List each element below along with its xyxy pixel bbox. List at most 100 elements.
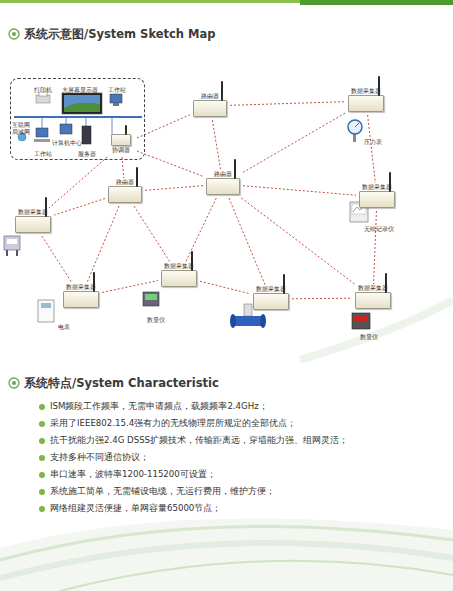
server-icon <box>82 118 91 144</box>
antenna <box>389 172 391 192</box>
field-instrument-icon <box>4 236 20 256</box>
node-label: 路由器 <box>203 170 243 177</box>
device-label: 服务器 <box>78 150 96 157</box>
device-label: 压力表 <box>364 138 382 145</box>
dashed-link <box>134 206 170 262</box>
device-label: 数显仪 <box>360 333 378 340</box>
device-box <box>63 291 99 308</box>
device-box <box>348 95 384 112</box>
antenna <box>221 81 223 101</box>
device-label: 打印机 <box>34 86 52 93</box>
data-collector-node: 数据采集器 <box>250 285 292 313</box>
data-collector-node: 数据采集器 <box>60 283 102 311</box>
feature-item: 网络组建灵活便捷，单网容量65000节点； <box>50 503 221 514</box>
node-label: 数据采集器 <box>60 283 102 290</box>
feature-item: 系统施工简单，无需铺设电缆，无运行费用，维护方便； <box>50 486 275 497</box>
device-label: 无纸记录仪 <box>364 225 394 232</box>
device-box <box>161 270 197 287</box>
coordinator-node: 协调器 <box>105 133 137 157</box>
feature-item: 抗干扰能力强2.4G DSSS扩频技术，传输距离远，穿墙能力强、组网灵活； <box>50 435 348 446</box>
router-node: 路由器 <box>190 92 230 120</box>
data-collector-node: 数据采集器 <box>356 183 398 211</box>
node-label: 数据采集器 <box>12 208 54 215</box>
node-label: 数据采集器 <box>158 262 200 269</box>
dashed-link <box>230 102 345 106</box>
router-node: 路由器 <box>105 178 145 206</box>
device-label: 工作站 <box>108 86 126 93</box>
dashed-link <box>49 157 107 208</box>
device-label: 互联网 局域网 <box>12 121 32 135</box>
antenna <box>93 272 95 292</box>
node-label: 路由器 <box>190 92 230 99</box>
bus-drop <box>112 118 113 134</box>
data-collector-node: 数据采集器 <box>12 208 54 236</box>
node-label: 数据采集器 <box>345 87 387 94</box>
device-box <box>111 134 131 146</box>
device-box <box>108 186 142 203</box>
section-heading: 系统特点/System Characteristic <box>24 376 219 391</box>
dashed-link <box>54 199 105 216</box>
data-collector-node: 数据采集器 <box>158 262 200 290</box>
antenna <box>45 197 47 217</box>
data-collector-node: 数据采集器 <box>345 87 387 115</box>
node-label: 数据采集器 <box>352 284 394 291</box>
device-box <box>193 100 227 117</box>
digital-display-icon <box>352 313 370 329</box>
antenna <box>378 76 380 96</box>
device-box <box>206 178 240 195</box>
dashed-link <box>292 298 352 300</box>
antenna <box>234 159 236 179</box>
top-bar-accent <box>300 0 453 5</box>
dashed-link <box>243 113 345 172</box>
antenna <box>385 273 387 293</box>
antenna <box>136 167 138 187</box>
device-box <box>359 191 395 208</box>
heading-symbol <box>9 378 19 388</box>
device-label: 计算机中心 <box>52 139 82 146</box>
electric-meter-icon <box>38 300 54 322</box>
dashed-link <box>137 151 203 176</box>
device-label: 工作站 <box>34 150 52 157</box>
dashed-link <box>368 115 376 183</box>
router-node: 路由器 <box>203 170 243 198</box>
device-box <box>15 216 51 233</box>
dashed-link <box>229 198 265 285</box>
pressure-gauge-icon <box>348 120 362 142</box>
workstation-icon <box>110 94 122 106</box>
data-collector-node: 数据采集器 <box>352 284 394 312</box>
dashed-link <box>374 211 377 284</box>
heading-symbol <box>9 29 19 39</box>
printer-icon <box>36 92 50 103</box>
node-label: 路由器 <box>105 178 145 185</box>
feature-item: ISM频段工作频率，无需申请频点，载频频率2.4GHz； <box>50 401 268 412</box>
antenna <box>125 125 127 135</box>
node-label: 数据采集器 <box>250 285 292 292</box>
feature-item: 支持多种不同通信协议； <box>50 452 149 463</box>
dashed-link <box>42 236 72 283</box>
section-heading: 系统示意图/System Sketch Map <box>24 27 215 42</box>
dashed-link <box>212 120 220 170</box>
feature-item: 采用了IEEE802.15.4强有力的无线物理层所规定的全部优点； <box>50 418 296 429</box>
device-box <box>253 293 289 310</box>
dashed-link <box>122 157 124 178</box>
device-label: 电表 <box>58 323 70 330</box>
dashed-link <box>200 281 250 294</box>
device-box <box>355 292 391 309</box>
dashed-link <box>243 186 356 196</box>
antenna <box>283 274 285 294</box>
dashed-link <box>102 281 158 293</box>
dashed-link <box>87 206 119 283</box>
device-label: 数显仪 <box>147 316 165 323</box>
dashed-link <box>145 186 203 191</box>
bullet-dots <box>39 404 45 512</box>
digital-display-icon <box>143 292 159 306</box>
network-bus <box>14 116 142 118</box>
node-label: 数据采集器 <box>356 183 398 190</box>
node-label: 协调器 <box>105 146 137 153</box>
workstation-icon <box>34 118 50 142</box>
swoosh-decoration <box>0 300 453 591</box>
device-label: 大屏幕显示器 <box>62 86 98 93</box>
feature-item: 串口速率，波特率1200-115200可设置； <box>50 469 216 480</box>
